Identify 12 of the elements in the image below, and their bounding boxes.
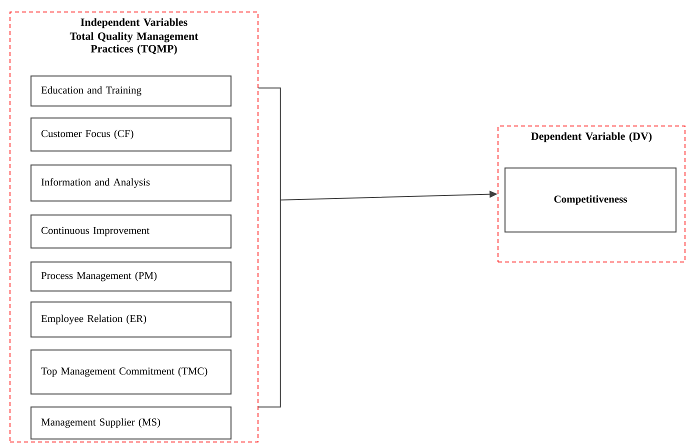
group-heading: Independent Variables	[80, 18, 188, 28]
variable-box: Information and Analysis	[30, 164, 232, 202]
variable-box: Competitiveness	[504, 168, 676, 232]
variable-box: Management Supplier (MS)	[30, 406, 232, 440]
group-heading: Total Quality Management Practices (TQMP)	[70, 32, 198, 55]
variable-box: Top Management Commitment (TMC)	[30, 350, 232, 394]
variable-box: Process Management (PM)	[30, 262, 232, 292]
variable-box: Customer Focus (CF)	[30, 118, 232, 152]
variable-box: Education and Training	[30, 76, 232, 106]
variable-box: Continuous Improvement	[30, 214, 232, 248]
group-heading: Dependent Variable (DV)	[531, 132, 652, 142]
variable-box: Employee Relation (ER)	[30, 302, 232, 338]
